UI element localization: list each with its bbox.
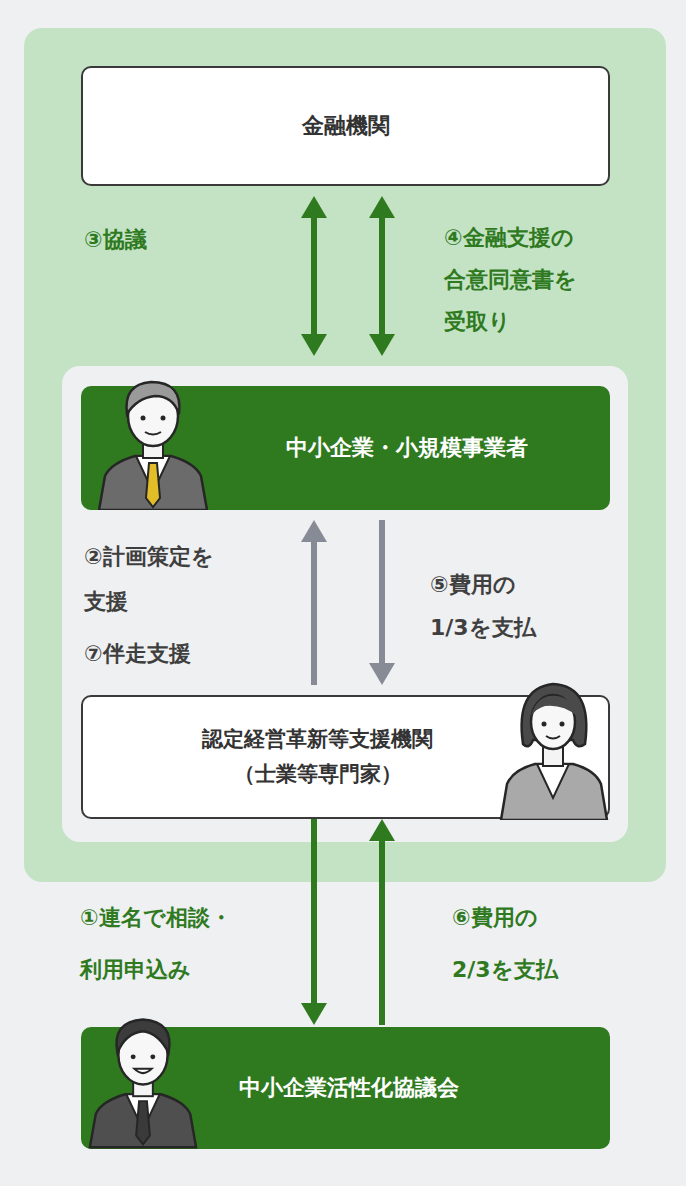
- illustration-part: [127, 382, 180, 414]
- arrow-head: [369, 819, 395, 841]
- illustration-part: [161, 416, 166, 421]
- arrow-head: [301, 520, 327, 542]
- arrow-line: [311, 216, 317, 336]
- node-text: 中小企業・小規模事業者: [286, 434, 528, 463]
- node-text: 中小企業活性化協議会: [239, 1074, 459, 1103]
- arrow-head: [369, 196, 395, 218]
- arrow-head: [369, 334, 395, 356]
- arrow-head: [301, 196, 327, 218]
- node-text: 金融機関: [302, 112, 390, 141]
- illustration-part: [99, 456, 207, 510]
- illustration-part: [537, 764, 569, 798]
- arrow-line: [379, 216, 385, 336]
- illustration-part: [546, 736, 560, 739]
- edge-label: ④金融支援の合意同意書を受取り: [444, 217, 584, 343]
- illustration-part: [141, 416, 146, 421]
- arrow-line: [379, 839, 385, 1025]
- illustration-part: [560, 722, 565, 727]
- flow-arrow: [301, 819, 327, 1025]
- illustration-part: [501, 764, 607, 820]
- node-text: （士業等専門家）: [234, 761, 402, 788]
- arrow-head: [369, 663, 395, 685]
- arrow-line: [379, 520, 385, 665]
- illustration-part: [531, 696, 577, 716]
- illustration-part: [134, 1069, 152, 1073]
- arrow-head: [301, 1003, 327, 1025]
- illustration-part: [146, 463, 160, 507]
- flow-arrow: [369, 819, 395, 1025]
- flow-arrow: [301, 196, 327, 356]
- flow-arrow: [369, 520, 395, 685]
- illustration-part: [90, 1094, 196, 1147]
- note-label: ⑦伴走支援: [84, 638, 284, 670]
- person-illustration: [91, 370, 215, 510]
- edge-label: ②計画策定を支援: [84, 534, 224, 624]
- arrow-line: [311, 540, 317, 685]
- arrow-head: [301, 334, 327, 356]
- edge-label: ⑤費用の1/3を支払: [430, 563, 542, 649]
- illustration-part: [145, 432, 161, 435]
- process-box: 金融機関: [81, 66, 610, 186]
- illustration-part: [131, 1054, 136, 1059]
- person-illustration: [497, 674, 610, 820]
- person-illustration: [84, 1008, 202, 1149]
- edge-label: ⑥費用の2/3を支払: [452, 892, 564, 996]
- illustration-part: [150, 1054, 155, 1059]
- illustration-part: [117, 1020, 170, 1053]
- node-text: 認定経営革新等支援機関: [202, 726, 433, 753]
- edge-label: ③協議: [84, 224, 214, 256]
- edge-label: ①連名で相談・利用申込み: [80, 892, 242, 996]
- illustration-part: [136, 1101, 150, 1144]
- flow-arrow: [301, 520, 327, 685]
- flow-arrow: [369, 196, 395, 356]
- illustration-part: [542, 722, 547, 727]
- arrow-line: [311, 819, 317, 1005]
